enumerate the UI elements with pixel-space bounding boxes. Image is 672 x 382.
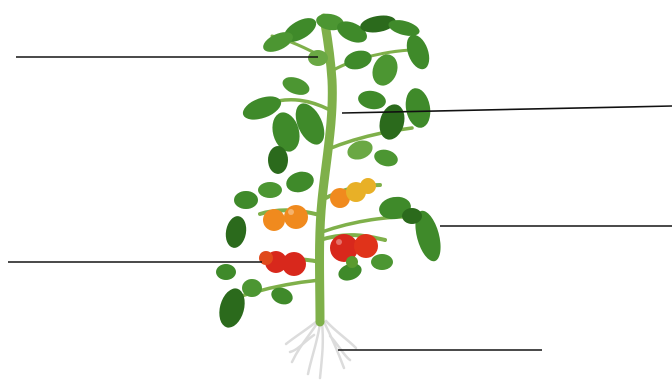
fruit-red (259, 251, 273, 265)
fruit-red (354, 234, 378, 258)
fruit-orange (263, 209, 285, 231)
fruit-orange (284, 205, 308, 229)
stem (236, 18, 428, 322)
fruit-red (282, 252, 306, 276)
fruit-yellow (360, 178, 376, 194)
